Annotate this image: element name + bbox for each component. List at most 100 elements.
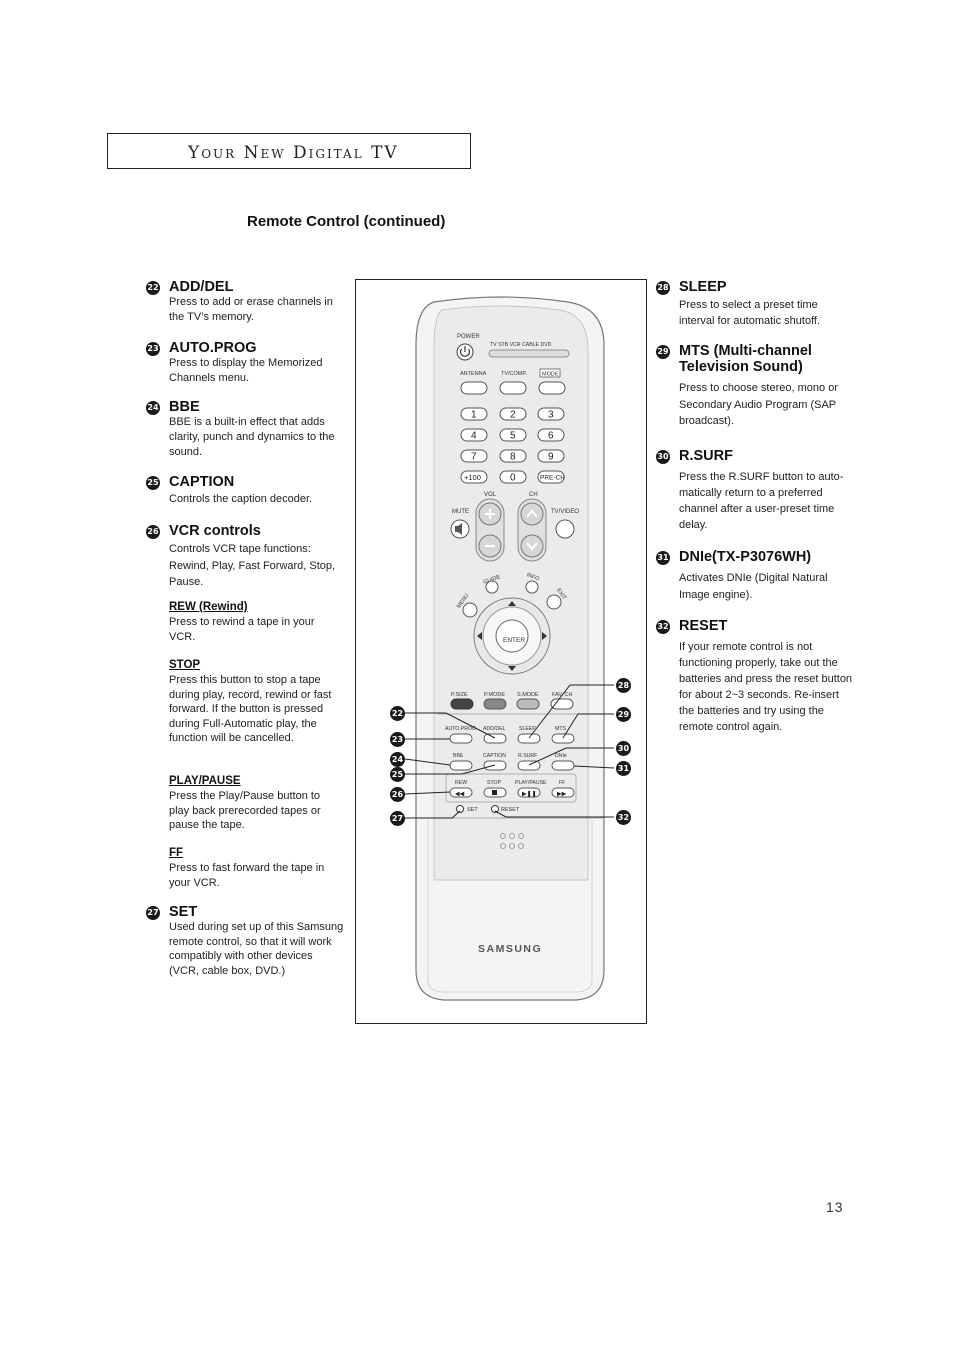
antenna-label: ANTENNA [460, 371, 487, 377]
digit-3-label: 3 [548, 410, 554, 421]
ch-up-button[interactable] [520, 502, 544, 526]
mode-labels: TV STB VCR CABLE DVD [490, 342, 552, 348]
menu-button[interactable] [462, 602, 478, 618]
digit-6-button[interactable] [537, 428, 565, 442]
remote-illustration-box: POWER TV STB VCR CABLE DVD ANTENNA TV/CO… [355, 279, 647, 1024]
bbe-label: BBE [453, 753, 464, 759]
vcr-sub-rew: REW (Rewind) Press to rewind a tape in y… [169, 600, 341, 644]
stop-icon [492, 790, 497, 795]
callout-31-badge: 31 [616, 761, 631, 776]
mts-label: MTS [555, 726, 566, 732]
item-description: Controls VCR tape functions: Rewind, Pla… [169, 543, 336, 588]
item-description: Press the R.SURF button to auto-maticall… [679, 471, 844, 531]
autoprog-button[interactable] [449, 733, 473, 744]
guide-label: GUIDE [483, 574, 502, 586]
callout-number: 26 [146, 525, 160, 539]
tvvideo-button[interactable] [555, 519, 575, 539]
digit-8-label: 8 [510, 452, 516, 463]
mute-icon [455, 523, 462, 535]
digit-4-label: 4 [471, 431, 477, 442]
digit-9-label: 9 [548, 452, 554, 463]
callout-32-badge: 32 [616, 810, 631, 825]
digit-3-button[interactable] [537, 407, 565, 421]
ff-button[interactable] [551, 787, 575, 798]
dnie-button[interactable] [551, 760, 575, 771]
mode-label-box [539, 368, 561, 378]
callout-number: 29 [656, 345, 670, 359]
reset-label: RESET [501, 807, 520, 813]
digit-1-button[interactable] [460, 407, 488, 421]
digit-0-button[interactable] [499, 470, 527, 484]
callout-number: 28 [656, 281, 670, 295]
enter-button[interactable] [495, 619, 529, 653]
item-description: Activates DNIe (Digital Natural Image en… [679, 572, 828, 601]
item-heading: DNIe(TX-P3076WH) [679, 549, 812, 565]
dnie-label: DNIe [555, 753, 567, 759]
mts-button[interactable] [551, 733, 575, 744]
digit-4-button[interactable] [460, 428, 488, 442]
prech-button[interactable] [537, 470, 565, 484]
arrow-left-icon [477, 632, 482, 640]
adddel-button[interactable] [483, 733, 507, 744]
guide-button[interactable] [485, 580, 499, 594]
play-pause-icon: ▶❚❚ [522, 791, 537, 798]
callout-number: 27 [146, 906, 160, 920]
tvvideo-label: TV/VIDEO [551, 509, 579, 515]
digit-8-button[interactable] [499, 449, 527, 463]
digit-5-label: 5 [510, 431, 516, 442]
callout-25-badge: 25 [390, 767, 405, 782]
sub-heading: PLAY/PAUSE [169, 775, 241, 787]
sub-description: Press the Play/Pause button to play back… [169, 790, 321, 831]
set-button[interactable] [456, 805, 464, 813]
bbe-button[interactable] [449, 760, 473, 771]
digit-9-button[interactable] [537, 449, 565, 463]
info-button[interactable] [525, 580, 539, 594]
digit-7-button[interactable] [460, 449, 488, 463]
plus-icon [485, 509, 495, 519]
mode-button[interactable] [538, 381, 566, 395]
pmode-label: P.MODE [484, 692, 505, 698]
ff-label: FF [559, 780, 565, 786]
callout-number: 31 [656, 551, 670, 565]
smode-label: S.MODE [517, 692, 539, 698]
smode-button[interactable] [516, 698, 540, 710]
digit-1-label: 1 [471, 410, 477, 421]
digit-2-label: 2 [510, 410, 516, 421]
playpause-button[interactable] [517, 787, 541, 798]
ch-down-button[interactable] [520, 534, 544, 558]
antenna-button[interactable] [460, 381, 488, 395]
item-description: Used during set up of this Samsung remot… [169, 921, 344, 977]
exit-button[interactable] [546, 594, 562, 610]
mode-label: MODE [542, 372, 559, 378]
caption-label: CAPTION [483, 753, 506, 759]
chapter-header-box: Your New Digital TV [107, 133, 471, 169]
favch-button[interactable] [550, 698, 574, 710]
item-description: Controls the caption decoder. [169, 493, 313, 505]
tvcomp-button[interactable] [499, 381, 527, 395]
mute-label: MUTE [452, 509, 469, 515]
digit-2-button[interactable] [499, 407, 527, 421]
item-heading: RESET [679, 618, 728, 634]
rsurf-label: R.SURF [518, 753, 537, 759]
plus100-button[interactable] [460, 470, 488, 484]
psize-button[interactable] [450, 698, 474, 710]
item-heading: MTS (Multi-channel [679, 343, 812, 359]
arrow-down-icon [508, 666, 516, 671]
sleep-button[interactable] [517, 733, 541, 744]
digit-keypad: 1 2 3 4 5 6 7 8 9 +100 0 PRE-CH [460, 407, 565, 484]
item-description: Press to select a preset time interval f… [679, 299, 821, 327]
mode-indicator-bar [488, 349, 570, 358]
digit-5-button[interactable] [499, 428, 527, 442]
item-description: Press to choose stereo, mono or Secondar… [679, 382, 838, 427]
digit-6-label: 6 [548, 431, 554, 442]
set-label: SET [467, 807, 478, 813]
vcr-sub-ff: FF Press to fast forward the tape in you… [169, 846, 341, 890]
reset-button[interactable] [491, 805, 499, 813]
autoprog-label: AUTO.PROG [445, 726, 476, 732]
pmode-button[interactable] [483, 698, 507, 710]
item-heading: SLEEP [679, 279, 727, 295]
item-description: If your remote control is not functionin… [679, 641, 853, 733]
enter-label: ENTER [503, 637, 525, 644]
callout-26-badge: 26 [390, 787, 405, 802]
rsurf-button[interactable] [517, 760, 541, 771]
